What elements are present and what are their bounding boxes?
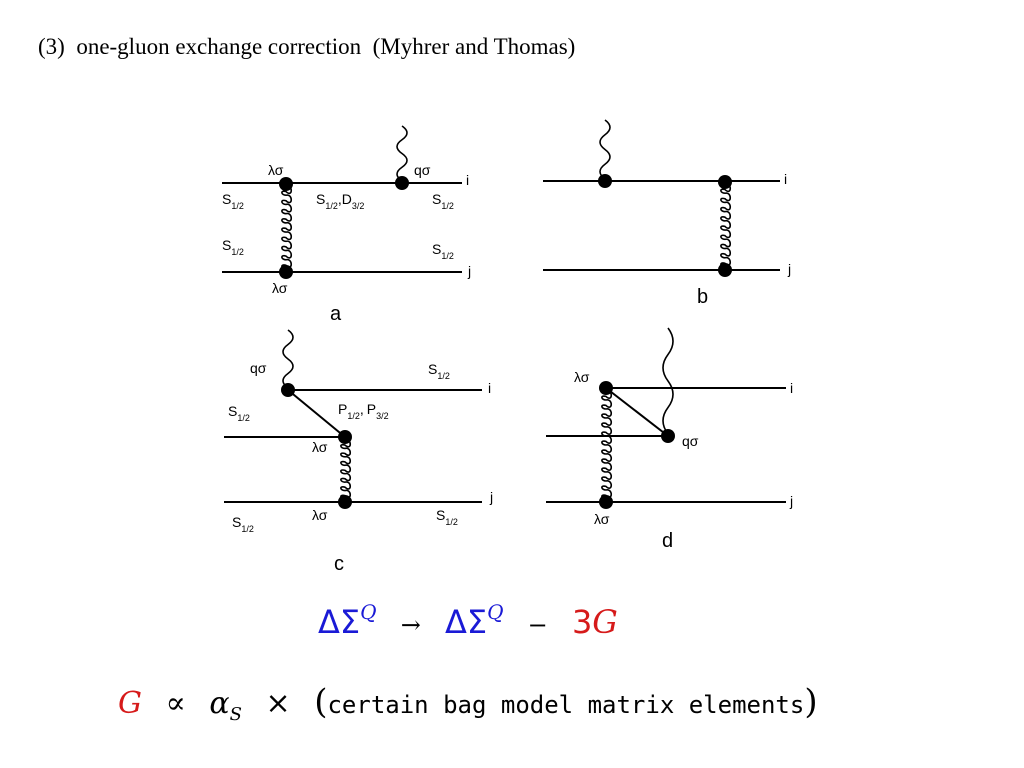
label-s-d-a: S1/2,D3/2 <box>316 191 364 211</box>
vertex-d2 <box>661 429 675 443</box>
eq2-open-paren: ( <box>314 682 328 722</box>
panel-label-d: d <box>662 530 673 552</box>
label-s-a2: S1/2 <box>222 237 244 257</box>
vertex-a2 <box>279 265 293 279</box>
photon-a <box>396 125 408 182</box>
label-s-a1: S1/2 <box>222 191 244 211</box>
eq1-G: G <box>592 603 618 641</box>
label-s-a4: S1/2 <box>432 241 454 261</box>
diagram-b: i j b <box>543 119 791 308</box>
label-j-a: j <box>467 263 471 279</box>
label-i-d: i <box>790 380 793 396</box>
vertex-c3 <box>338 495 352 509</box>
label-q-sigma-c: qσ <box>250 360 267 376</box>
vertex-a3 <box>395 176 409 190</box>
photon-d <box>662 327 674 435</box>
eq1-minus: − <box>527 611 548 639</box>
eq1-rhs-sup: Q <box>487 600 504 624</box>
eq1-coef: 3 <box>571 603 593 641</box>
eq1-lhs-sup: Q <box>360 600 377 624</box>
vertex-c2 <box>338 430 352 444</box>
vertex-b2 <box>718 175 732 189</box>
slide-title: (3) one-gluon exchange correction (Myhre… <box>38 34 576 59</box>
eq2-text: certain bag model matrix elements <box>327 691 805 719</box>
label-q-sigma-d: qσ <box>682 433 699 449</box>
gluon-d <box>601 390 613 500</box>
label-lambda-sigma-a2: λσ <box>272 280 288 296</box>
diagram-a: λσ λσ qσ i j S1/2 S1/2 S1/2,D3/2 S1/2 S1… <box>222 125 471 325</box>
label-lambda-sigma-d1: λσ <box>574 369 590 385</box>
label-j-d: j <box>789 493 793 509</box>
label-j-b: j <box>787 261 791 277</box>
gluon-b <box>720 183 732 268</box>
quark-line-diag-d <box>605 387 669 437</box>
panel-label-b: b <box>697 286 708 308</box>
eq1-rhs: ΔΣ <box>444 603 488 641</box>
equation-delta-sigma: ΔΣQ → ΔΣQ − 3G <box>318 600 618 641</box>
vertex-c1 <box>281 383 295 397</box>
eq2-propto: ∝ <box>165 686 186 721</box>
eq2-G: G <box>118 686 142 721</box>
figure-backdrop <box>218 112 790 582</box>
eq2-times: × <box>265 686 291 721</box>
panel-label-c: c <box>334 553 344 575</box>
label-j-c: j <box>489 489 493 505</box>
vertex-d3 <box>599 495 613 509</box>
label-s-a3: S1/2 <box>432 191 454 211</box>
feynman-diagrams: λσ λσ qσ i j S1/2 S1/2 S1/2,D3/2 S1/2 S1… <box>218 112 794 582</box>
quark-line-diag-c <box>287 389 346 438</box>
vertex-d1 <box>599 381 613 395</box>
diagram-d: λσ qσ λσ i j d <box>546 327 793 552</box>
photon-b <box>599 119 611 180</box>
eq2-close-paren: ) <box>804 682 818 722</box>
eq1-arrow: → <box>400 611 421 639</box>
label-i-c: i <box>488 380 491 396</box>
label-lambda-sigma-d2: λσ <box>594 511 610 527</box>
label-lambda-sigma-c2: λσ <box>312 507 328 523</box>
label-q-sigma-a: qσ <box>414 162 431 178</box>
equation-G-proportional: G ∝ αS × (certain bag model matrix eleme… <box>118 682 818 725</box>
label-lambda-sigma-c1: λσ <box>312 439 328 455</box>
vertex-b3 <box>718 263 732 277</box>
label-s-c1: S1/2 <box>428 361 450 381</box>
eq2-alpha: αS <box>209 686 242 725</box>
label-lambda-sigma-a1: λσ <box>268 162 284 178</box>
eq1-lhs: ΔΣ <box>318 603 361 641</box>
label-p-c: P1/2,P3/2 <box>338 401 389 421</box>
gluon-c <box>340 439 352 500</box>
gluon-a <box>281 185 293 270</box>
panel-label-a: a <box>330 303 342 325</box>
vertex-a1 <box>279 177 293 191</box>
label-s-c3: S1/2 <box>232 514 254 534</box>
diagram-c: qσ λσ λσ i j S1/2 S1/2 P1/2,P3/2 S1/2 S1… <box>224 329 493 575</box>
label-i-a: i <box>466 172 469 188</box>
vertex-b1 <box>598 174 612 188</box>
label-i-b: i <box>784 171 787 187</box>
label-s-c2: S1/2 <box>228 403 250 423</box>
photon-c <box>282 329 294 389</box>
label-s-c4: S1/2 <box>436 507 458 527</box>
